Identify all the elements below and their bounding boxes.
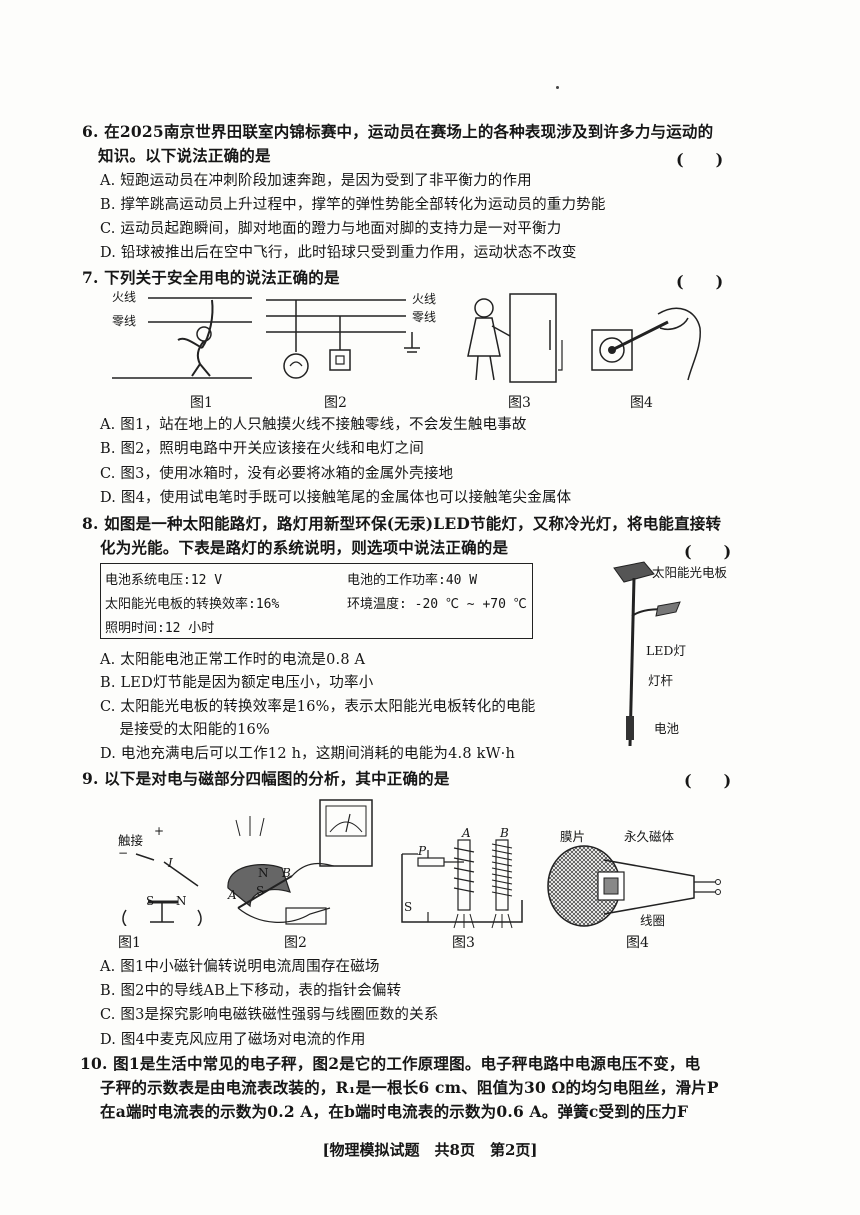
q9-figure4 xyxy=(547,845,721,927)
q8-option-a: A. 太阳能电池正常工作时的电流是0.8 A xyxy=(100,652,366,668)
q6-option-a: A. 短跑运动员在冲刺阶段加速奔跑，是因为受到了非平衡力的作用 xyxy=(100,173,532,189)
q9-fig1-needle-s: S xyxy=(146,894,155,908)
spec-battery-voltage: 电池系统电压:12 V xyxy=(105,573,223,588)
q9-fig2-magnet-s: S xyxy=(256,884,265,898)
q7-fig1-caption: 图1 xyxy=(190,395,213,411)
q7-answer-bracket: ( ) xyxy=(676,272,724,291)
spec-panel-efficiency: 太阳能光电板的转换效率:16% xyxy=(105,597,280,612)
q9-option-d: D. 图4中麦克风应用了磁场对电流的作用 xyxy=(100,1032,366,1048)
q10-line2: 子秤的示数表是由电流表改装的，R₁是一根长6 cm、阻值为30 Ω的均匀电阻丝，… xyxy=(100,1078,719,1097)
q9-fig1-needle-n: N xyxy=(176,894,187,908)
q8-label-battery: 电池 xyxy=(654,721,680,736)
q6-option-b: B. 撑竿跳高运动员上升过程中，撑竿的弹性势能全部转化为运动员的重力势能 xyxy=(100,197,606,213)
q9-option-b: B. 图2中的导线AB上下移动，表的指针会偏转 xyxy=(100,983,402,999)
spec-battery-power: 电池的工作功率:40 W xyxy=(347,573,478,588)
q9-fig1-plus: + xyxy=(154,824,165,838)
q9-fig2-wire-b: B xyxy=(282,866,291,880)
q7-fig2-caption: 图2 xyxy=(324,395,347,411)
q8-answer-bracket: ( ) xyxy=(684,542,732,561)
q8-label-led: LED灯 xyxy=(646,643,686,658)
q8-solar-lamp-figure xyxy=(613,561,681,747)
q9-fig4-coil-label: 线圈 xyxy=(640,913,666,928)
q9-fig3-switch-s: S xyxy=(404,900,413,914)
q9-fig2-magnet-n: N xyxy=(258,866,269,880)
q8-stem-line2: 化为光能。下表是路灯的系统说明，则选项中说法正确的是 xyxy=(100,538,509,557)
q7-figure2 xyxy=(266,299,420,379)
q9-fig4-diaphragm-label: 膜片 xyxy=(560,829,586,844)
q8-option-c: C. 太阳能光电板的转换效率是16%，表示太阳能光电板转化的电能 xyxy=(100,699,536,715)
q7-fig1-neutral-label: 零线 xyxy=(112,314,137,328)
q7-figure3 xyxy=(467,293,563,383)
q8-stem-line1: 8. 如图是一种太阳能路灯，路灯用新型环保(无汞)LED节能灯，又称冷光灯，将电… xyxy=(82,514,722,533)
q9-fig2-wire-a: A xyxy=(228,888,237,902)
q6-stem-line2: 知识。以下说法正确的是 xyxy=(98,146,271,165)
q9-figure1 xyxy=(122,853,202,926)
q6-option-d: D. 铅球被推出后在空中飞行，此时铅球只受到重力作用，运动状态不改变 xyxy=(100,245,577,261)
q7-fig4-caption: 图4 xyxy=(630,395,653,411)
q7-option-a: A. 图1，站在地上的人只触摸火线不接触零线，不会发生触电事故 xyxy=(100,417,527,433)
q7-figure4 xyxy=(591,307,701,381)
q9-figure3 xyxy=(401,839,523,929)
q6-answer-bracket: ( ) xyxy=(676,150,724,169)
spec-ambient-temperature: 环境温度: -20 ℃ ~ +70 ℃ xyxy=(347,597,527,612)
spec-lighting-time: 照明时间:12 小时 xyxy=(105,621,215,636)
q9-fig3-slider-p: P xyxy=(418,844,427,858)
q9-fig4-magnet-label: 永久磁体 xyxy=(624,829,675,844)
q9-option-c: C. 图3是探究影响电磁铁磁性强弱与线圈匝数的关系 xyxy=(100,1007,439,1023)
q6-stem-line1: 6. 在2025南京世界田联室内锦标赛中，运动员在赛场上的各种表现涉及到许多力与… xyxy=(82,122,714,141)
q7-option-d: D. 图4，使用试电笔时手既可以接触笔尾的金属体也可以接触笔尖金属体 xyxy=(100,490,572,506)
q7-fig1-live-label: 火线 xyxy=(112,290,137,304)
q9-figure2 xyxy=(227,799,373,925)
q8-label-solar-panel: 太阳能光电板 xyxy=(652,565,728,580)
q9-answer-bracket: ( ) xyxy=(684,771,732,790)
q8-option-d: D. 电池充满电后可以工作12 h，这期间消耗的电能为4.8 kW·h xyxy=(100,746,516,762)
q6-option-c: C. 运动员起跑瞬间，脚对地面的蹬力与地面对脚的支持力是一对平衡力 xyxy=(100,221,562,237)
q9-option-a: A. 图1中小磁针偏转说明电流周围存在磁场 xyxy=(100,959,380,975)
q10-line1: 10. 图1是生活中常见的电子秤，图2是它的工作原理图。电子秤电路中电源电压不变… xyxy=(80,1054,701,1073)
q9-fig1-minus: − xyxy=(118,846,129,860)
q9-fig1-caption: 图1 xyxy=(118,935,141,951)
page-footer: [物理模拟试题 共8页 第2页] xyxy=(322,1141,538,1159)
q8-label-pole: 灯杆 xyxy=(648,673,674,688)
q8-option-b: B. LED灯节能是因为额定电压小，功率小 xyxy=(100,675,374,691)
q8-spec-table: 电池系统电压:12 V 电池的工作功率:40 W 太阳能光电板的转换效率:16%… xyxy=(100,563,533,639)
q8-option-c-cont: 是接受的太阳能的16% xyxy=(100,722,270,738)
q9-fig1-current-label: I xyxy=(168,856,173,870)
q9-fig4-caption: 图4 xyxy=(626,935,649,951)
scan-speck xyxy=(556,86,559,89)
q9-fig2-caption: 图2 xyxy=(284,935,307,951)
q7-fig2-live-label: 火线 xyxy=(412,292,437,306)
q7-fig3-caption: 图3 xyxy=(508,395,531,411)
q9-stem: 9. 以下是对电与磁部分四幅图的分析，其中正确的是 xyxy=(82,769,450,788)
q7-option-c: C. 图3，使用冰箱时，没有必要将冰箱的金属外壳接地 xyxy=(100,466,454,482)
q7-figure1 xyxy=(112,297,252,379)
q7-option-b: B. 图2，照明电路中开关应该接在火线和电灯之间 xyxy=(100,441,424,457)
q7-stem: 7. 下列关于安全用电的说法正确的是 xyxy=(82,268,340,287)
q9-fig3-caption: 图3 xyxy=(452,935,475,951)
q9-fig3-coil-b: B xyxy=(500,826,509,840)
q7-fig2-neutral-label: 零线 xyxy=(412,310,437,324)
q9-fig3-coil-a: A xyxy=(462,826,471,840)
q9-fig1-touch-label: 触接 xyxy=(118,833,144,848)
q10-line3: 在a端时电流表的示数为0.2 A，在b端时电流表的示数为0.6 A。弹簧c受到的… xyxy=(100,1102,689,1121)
